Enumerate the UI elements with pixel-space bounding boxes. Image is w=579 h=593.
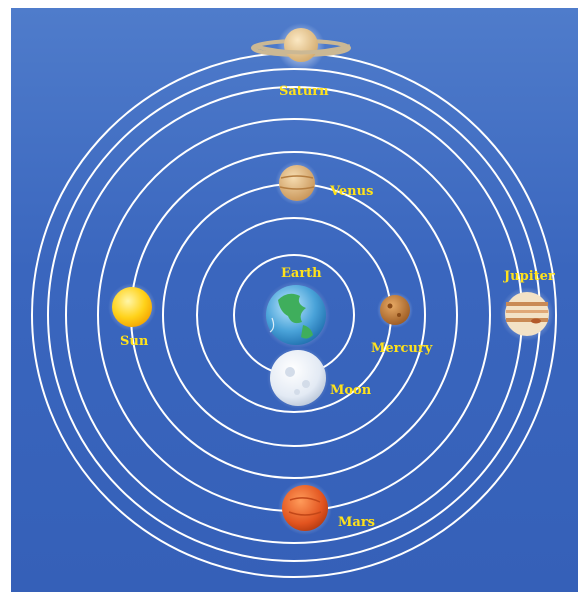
jupiter-icon <box>500 287 554 341</box>
label-mercury: Mercury <box>371 341 433 356</box>
label-saturn: Saturn <box>279 84 329 99</box>
label-jupiter: Jupiter <box>503 269 555 284</box>
label-earth: Earth <box>281 266 322 281</box>
mars-icon <box>278 481 332 535</box>
moon-icon <box>267 347 329 409</box>
geocentric-model-diagram: Earth Moon Mercury Venus Sun Mars Jupite… <box>11 8 578 592</box>
diagram-canvas: Earth Moon Mercury Venus Sun Mars Jupite… <box>31 23 557 578</box>
saturn-icon <box>251 23 351 71</box>
earth-icon <box>262 281 330 349</box>
label-mars: Mars <box>338 515 375 530</box>
label-sun: Sun <box>120 334 149 349</box>
label-venus: Venus <box>329 184 373 199</box>
mercury-icon <box>377 292 413 328</box>
label-moon: Moon <box>330 383 372 398</box>
sun-icon <box>108 283 156 331</box>
venus-icon <box>275 161 319 205</box>
